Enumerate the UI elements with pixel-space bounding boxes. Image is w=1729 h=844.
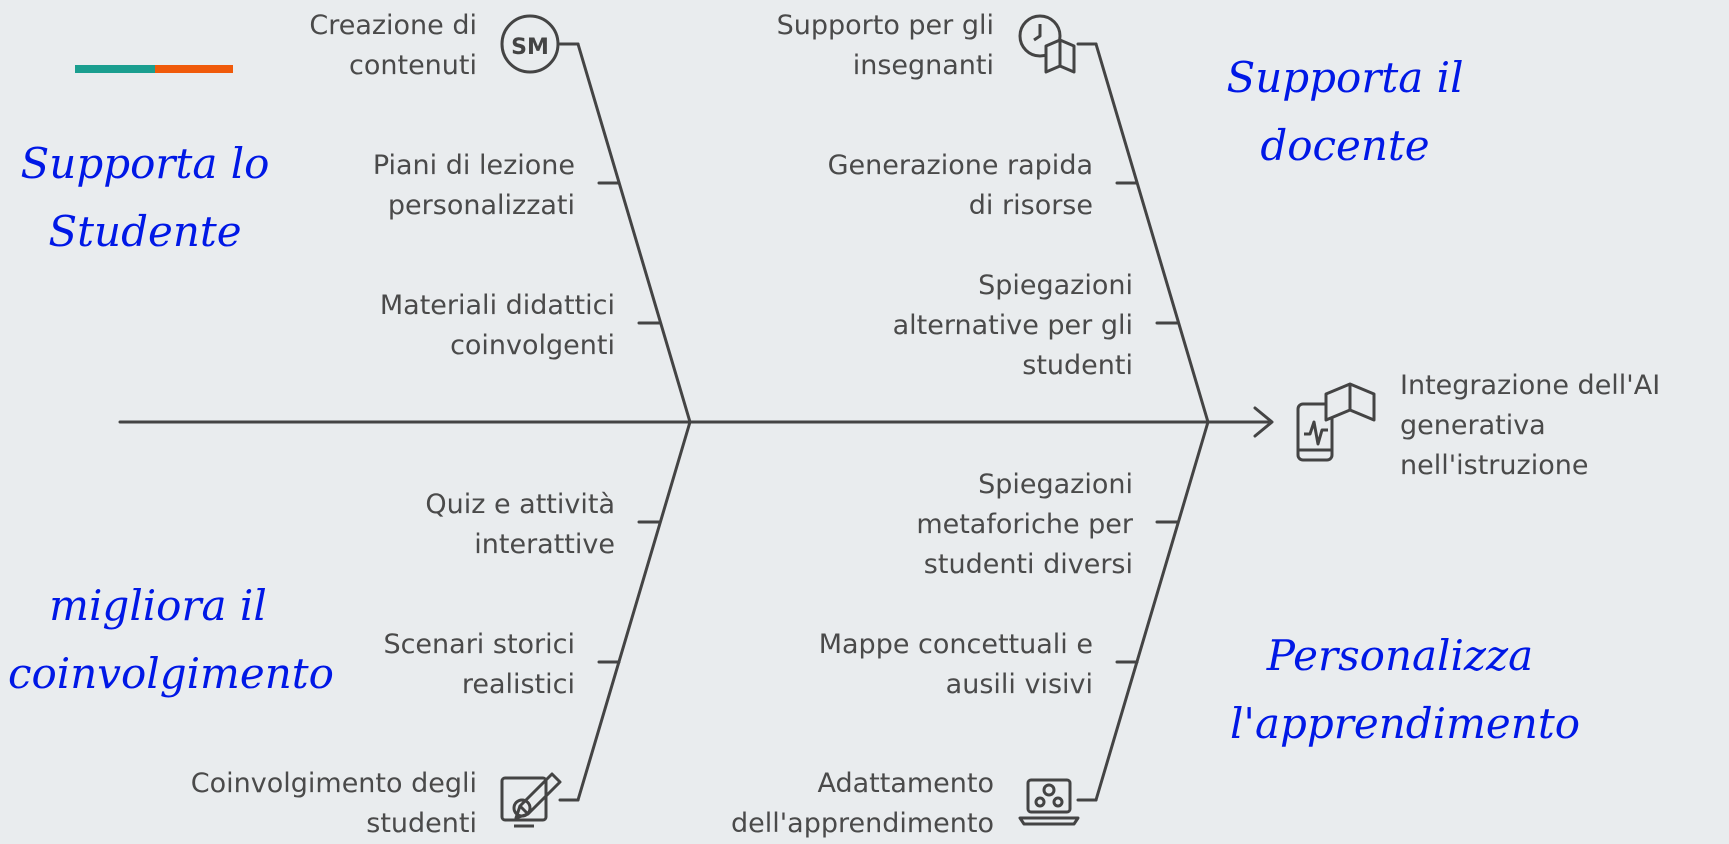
- laptop-people-icon: [1018, 778, 1080, 826]
- annotation-top-right: Supporta il docente: [1226, 53, 1464, 170]
- phone-book-icon: [1296, 382, 1376, 462]
- category-label-top-right: Supporto per gli insegnanti: [776, 10, 994, 81]
- cause-top-left-1: Piani di lezione personalizzati: [372, 150, 575, 221]
- cause-top-left-2: Materiali didattici coinvolgenti: [379, 290, 615, 361]
- bone-bottom-right: [1094, 420, 1210, 802]
- cause-top-right-1: Generazione rapida di risorse: [827, 150, 1093, 221]
- category-label-top-left: Creazione di contenuti: [309, 10, 477, 81]
- cause-bottom-left-2: Scenari storici realistici: [383, 629, 575, 700]
- cause-top-right-2: Spiegazioni alternative per gli studenti: [892, 270, 1133, 381]
- accent-bar-teal: [75, 65, 155, 73]
- annotation-bottom-right: Personalizza l'apprendimento: [1230, 631, 1580, 748]
- svg-text:SM: SM: [511, 35, 549, 60]
- clock-book-icon: [1018, 14, 1076, 74]
- cause-bottom-right-2: Mappe concettuali e ausili visivi: [818, 629, 1093, 700]
- category-label-bottom-right: Adattamento dell'apprendimento: [731, 768, 994, 839]
- annotation-top-left: Supporta lo Studente: [20, 139, 270, 256]
- accent-bar-orange: [155, 65, 233, 73]
- bone-top-left: [576, 42, 692, 424]
- effect-label: Integrazione dell'AI generativa nell'ist…: [1400, 370, 1661, 481]
- cause-bottom-right-1: Spiegazioni metaforiche per studenti div…: [916, 469, 1133, 580]
- bone-bottom-left: [576, 420, 692, 802]
- annotation-bottom-left: migliora il coinvolgimento: [8, 581, 334, 698]
- spine-arrowhead: [1253, 406, 1274, 438]
- category-label-bottom-left: Coinvolgimento degli studenti: [190, 768, 477, 839]
- cause-bottom-left-1: Quiz e attività interattive: [425, 489, 615, 560]
- pencil-board-icon: [500, 772, 562, 828]
- bone-top-right: [1094, 42, 1210, 424]
- sm-circle-icon: SM: [500, 14, 560, 74]
